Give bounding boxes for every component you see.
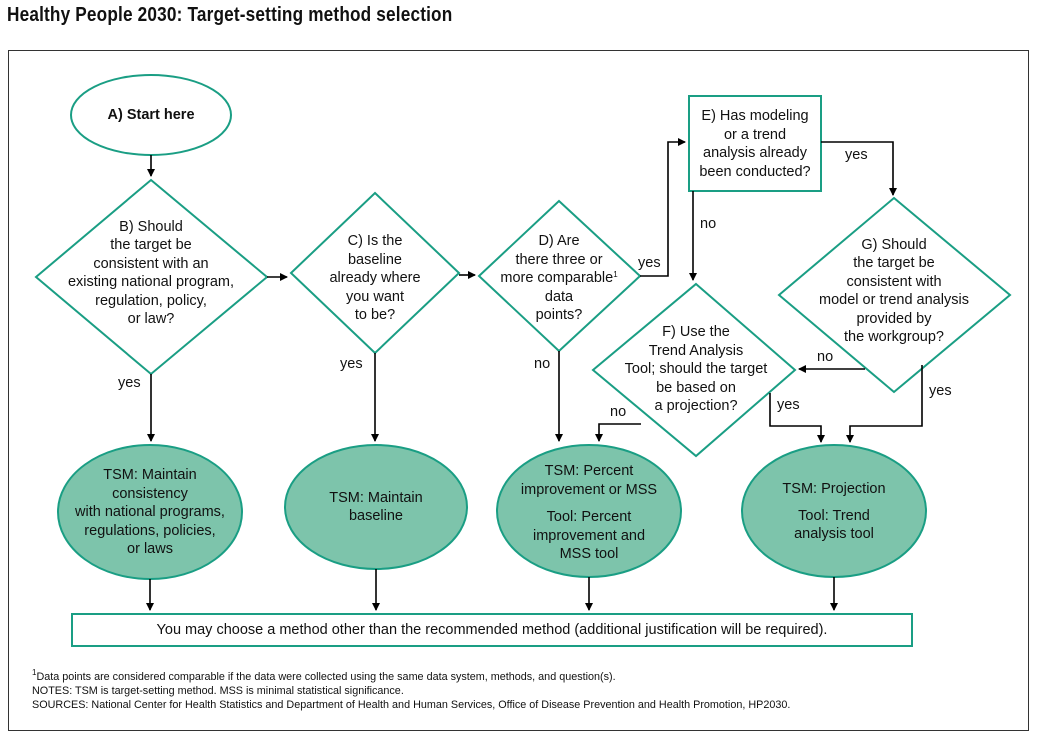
label-g-no: no [817,349,834,365]
footnote-notes: NOTES: TSM is target-setting method. MSS… [32,685,404,697]
final-box-text: You may choose a method other than the r… [156,621,828,638]
outcome-tsm2-label: TSM: Maintain baseline [329,489,423,525]
page-title: Healthy People 2030: Target-setting meth… [7,4,453,26]
arrow-d-e [640,138,686,277]
outcome-tsm1-label: TSM: Maintain consistency with national … [75,467,225,558]
arrow-e-g [821,141,897,196]
label-g-yes: yes [929,383,952,399]
label-d-no: no [534,356,551,372]
label-c-yes: yes [340,356,363,372]
footnote-1: 1Data points are considered comparable i… [32,668,616,684]
node-e-box [688,95,822,192]
footnote-sources: SOURCES: National Center for Health Stat… [32,699,791,711]
label-e-no: no [700,216,717,232]
node-g-label: G) Should the target be consistent with … [819,236,969,346]
outcome-tsm3-label: TSM: Percent improvement or MSS Tool: Pe… [520,463,658,563]
label-d-yes: yes [638,255,661,271]
label-f-yes: yes [777,397,800,413]
label-f-no: no [610,404,627,420]
arrow-f-tsm3 [595,423,641,442]
node-b-label: B) Should the target be consistent with … [67,218,235,328]
footnotes: 1Data points are considered comparable i… [32,668,791,712]
node-g-diamond [777,196,1012,394]
node-f-label: F) Use the Trend Analysis Tool; should t… [624,324,768,415]
node-d-label: D) Are there three or more comparable1 d… [500,233,618,324]
node-e-label: E) Has modeling or a trend analysis alre… [699,108,811,180]
arrow-g-tsm4 [846,365,923,443]
label-b-yes: yes [118,375,141,391]
node-c-label: C) Is the baseline already where you wan… [329,233,421,324]
footnote-marker: 1 [613,270,618,280]
node-f-diamond [591,282,797,458]
node-a-label: A) Start here [107,106,195,123]
final-box [71,613,913,647]
outcome-tsm4-label: TSM: Projection Tool: Trend analysis too… [782,481,886,543]
arrow-f-tsm4 [769,393,825,443]
diagram-frame [8,50,1029,731]
label-e-yes: yes [845,147,868,163]
